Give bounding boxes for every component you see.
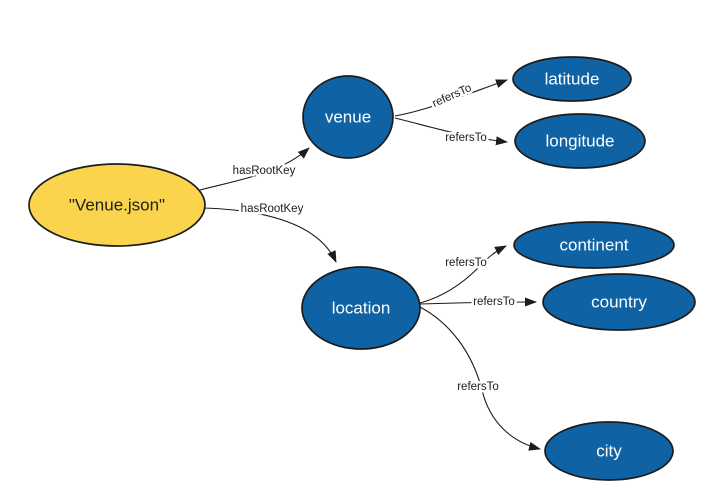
edge-label-refersto-city: refersTo bbox=[457, 381, 499, 393]
node-latitude-shape[interactable] bbox=[512, 56, 632, 102]
node-country[interactable]: country bbox=[542, 273, 696, 331]
node-city-shape[interactable] bbox=[544, 421, 674, 481]
edge-label-refersto-continent: refersTo bbox=[445, 257, 487, 269]
edge-venue-longitude bbox=[394, 117, 508, 146]
node-location[interactable]: location bbox=[301, 266, 421, 350]
node-latitude[interactable]: latitude bbox=[512, 56, 632, 102]
node-venue[interactable]: venue bbox=[302, 75, 394, 159]
edge-location-country bbox=[419, 297, 537, 307]
edge-location-continent bbox=[419, 245, 507, 304]
node-continent-shape[interactable] bbox=[513, 221, 675, 269]
node-venue-json-shape[interactable] bbox=[28, 163, 206, 247]
node-venue-shape[interactable] bbox=[302, 75, 394, 159]
edge-label-refersto-country: refersTo bbox=[473, 296, 515, 308]
node-location-shape[interactable] bbox=[301, 266, 421, 350]
edge-venuejson-location bbox=[203, 207, 337, 263]
edge-label-hasrootkey-location: hasRootKey bbox=[241, 203, 304, 215]
edge-label-refersto-longitude: refersTo bbox=[445, 132, 487, 144]
edge-venue-latitude bbox=[394, 79, 508, 117]
node-venue-json[interactable]: "Venue.json" bbox=[28, 163, 206, 247]
edge-label-refersto-latitude: refersTo bbox=[431, 82, 474, 110]
node-country-shape[interactable] bbox=[542, 273, 696, 331]
node-continent[interactable]: continent bbox=[513, 221, 675, 269]
edge-location-city bbox=[419, 306, 541, 451]
edge-venuejson-venue bbox=[199, 147, 310, 191]
node-longitude-shape[interactable] bbox=[514, 113, 646, 169]
edge-label-hasrootkey-venue: hasRootKey bbox=[233, 165, 296, 177]
edge-group bbox=[199, 79, 541, 451]
node-longitude[interactable]: longitude bbox=[514, 113, 646, 169]
node-city[interactable]: city bbox=[544, 421, 674, 481]
